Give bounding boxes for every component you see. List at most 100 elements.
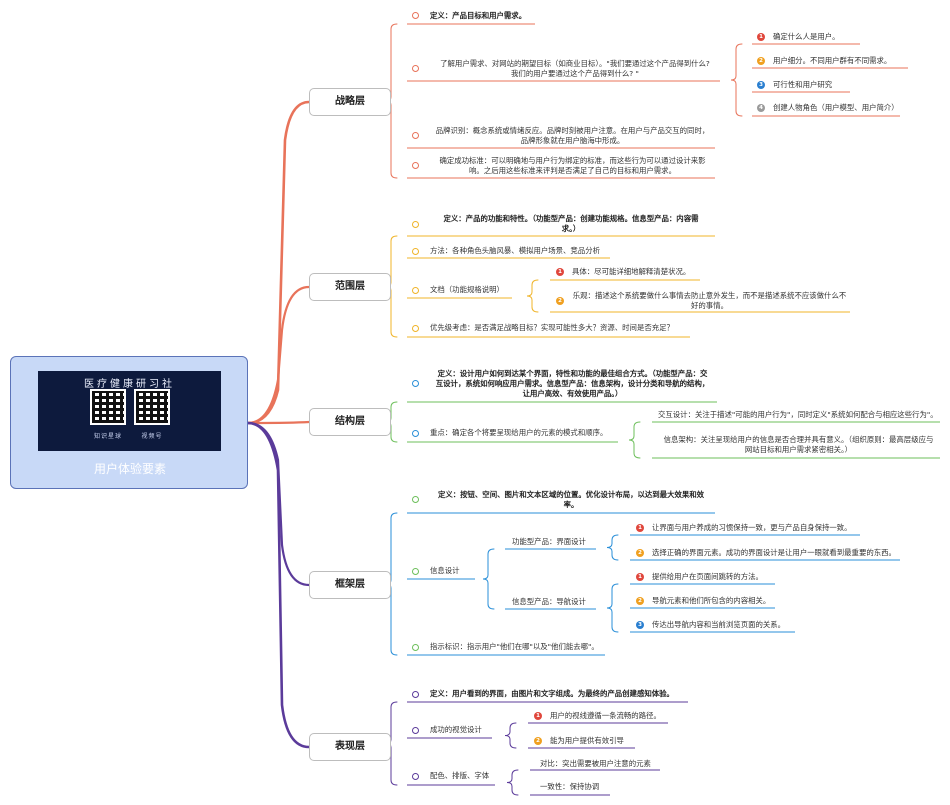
structure-ia-line2: 网站目标和用户需求紧密相关。） <box>744 445 853 454</box>
strategy-sub-brace <box>730 43 743 117</box>
node-structure[interactable]: 结构层 <box>309 408 391 436</box>
skeleton-definition-line2: 率。 <box>563 500 579 509</box>
strategy-metrics-line1: 确定成功标准：可以明确地与用户行为绑定的标准，而这些行为可以通过设计来影 <box>439 156 706 165</box>
skeleton-functional-item[interactable]: 选择正确的界面元素。成功的界面设计是让用户一眼就看到最重要的东西。 <box>652 548 896 557</box>
skeleton-info-design[interactable]: 信息设计 <box>430 566 460 575</box>
skeleton-definition[interactable]: 定义：按钮、空间、图片和文本区域的位置。优化设计布局，以达到最大效果和效 率。 <box>430 490 712 510</box>
badge-4-icon: 4 <box>757 104 765 112</box>
strategy-bullet-icon <box>412 12 419 19</box>
scope-bullet-icon <box>412 221 419 228</box>
qr-code-left <box>90 389 126 425</box>
skeleton-info-brace <box>482 548 495 610</box>
scope-bullet-icon <box>412 248 419 255</box>
skeleton-informational-product[interactable]: 信息型产品：导航设计 <box>512 597 586 606</box>
badge-3-icon: 3 <box>636 621 644 629</box>
root-to-scope-connector <box>246 285 311 425</box>
badge-2-icon: 2 <box>636 597 644 605</box>
scope-document[interactable]: 文档（功能规格说明） <box>430 285 504 294</box>
badge-1-icon: 1 <box>636 573 644 581</box>
scope-doc-positive-line1: 乐观：描述这个系统要做什么事情去防止意外发生，而不是描述系统不应该做什么不 <box>572 291 847 300</box>
strategy-sub-item[interactable]: 可行性和用户研究 <box>773 80 833 89</box>
node-skeleton[interactable]: 框架层 <box>309 571 391 599</box>
strategy-sub-item[interactable]: 用户细分。不同用户群有不同需求。 <box>773 56 892 65</box>
skeleton-indicator[interactable]: 指示标识：指示用户"他们在哪"以及"他们能去哪"。 <box>430 642 599 651</box>
surface-color-item[interactable]: 对比：突出需要被用户注意的元素 <box>540 759 651 768</box>
strategy-bullet-icon <box>412 65 419 72</box>
strategy-metrics[interactable]: 确定成功标准：可以明确地与用户行为绑定的标准，而这些行为可以通过设计来影 响。之… <box>430 156 715 176</box>
scope-definition-line1: 定义：产品的功能和特性。（功能型产品：创建功能规格。信息型产品：内容需 <box>443 214 699 223</box>
skeleton-bullet-icon <box>412 644 419 651</box>
scope-doc-specific[interactable]: 具体：尽可能详细地解释清楚状况。 <box>572 267 691 276</box>
surface-bullet-icon <box>412 727 419 734</box>
node-strategy[interactable]: 战略层 <box>309 88 391 116</box>
scope-bullet-icon <box>412 287 419 294</box>
strategy-sub-item[interactable]: 确定什么人是用户。 <box>773 32 840 41</box>
scope-doc-positive[interactable]: 乐观：描述这个系统要做什么事情去防止意外发生，而不是描述系统不应该做什么不 好的… <box>572 291 847 311</box>
qr-right-caption: 视频号 <box>141 433 163 440</box>
surface-visual-item[interactable]: 能为用户提供有效引导 <box>550 736 624 745</box>
scope-method[interactable]: 方法：各种角色头脑风暴、模拟用户场景、竞品分析 <box>430 246 600 255</box>
scope-doc-positive-line2: 好的事情。 <box>691 301 728 310</box>
structure-bullet-icon <box>412 430 419 437</box>
structure-sub-brace <box>628 421 641 459</box>
surface-visual-item[interactable]: 用户的视线遵循一条流畅的路径。 <box>550 711 661 720</box>
structure-definition-line3: 让用户高效、有效使用产品。） <box>522 389 623 398</box>
skeleton-functional-brace <box>606 534 619 561</box>
qr-left-caption: 知识星球 <box>93 433 122 440</box>
surface-definition[interactable]: 定义：用户看到的界面，由图片和文字组成。为最终的产品创建感知体验。 <box>430 689 674 698</box>
badge-2-icon: 2 <box>534 737 542 745</box>
strategy-bullet-icon <box>412 162 419 169</box>
badge-3-icon: 3 <box>757 81 765 89</box>
strategy-goals-line1: 了解用户需求、对网站的期望目标（如商业目标）。"我们要通过这个产品得到什么? <box>440 59 710 68</box>
structure-interaction-design[interactable]: 交互设计：关注于描述"可能的用户行为"，同时定义"系统如何配合与相应这些行为"。 <box>658 410 938 419</box>
badge-2-icon: 2 <box>757 57 765 65</box>
surface-bullet-icon <box>412 691 419 698</box>
structure-definition-line1: 定义：设计用户如何到达某个界面，特性和功能的最佳组合方式。（功能型产品：交 <box>437 369 708 378</box>
root-title: 用户体验要素 <box>93 462 166 476</box>
structure-bullet-icon <box>412 380 419 387</box>
node-scope[interactable]: 范围层 <box>309 273 391 301</box>
skeleton-informational-item[interactable]: 传达出导航内容和当前浏览页面的关系。 <box>652 620 786 629</box>
structure-ia-line1: 信息架构：关注呈现给用户的信息是否合理并具有意义。（组织原则：最高层级应与 <box>663 435 934 444</box>
strategy-brand[interactable]: 品牌识别：概念系统或情绪反应。品牌时刻被用户注意。在用户与产品交互的同时， 品牌… <box>430 126 715 146</box>
structure-definition-line2: 互设计，系统如何响应用户需求。信息型产品：信息架构，设计分类和导航的结构， <box>435 379 710 388</box>
structure-definition[interactable]: 定义：设计用户如何到达某个界面，特性和功能的最佳组合方式。（功能型产品：交 互设… <box>430 369 715 399</box>
strategy-bullet-icon <box>412 132 419 139</box>
strategy-brand-line1: 品牌识别：概念系统或情绪反应。品牌时刻被用户注意。在用户与产品交互的同时， <box>435 126 710 135</box>
qr-banner: 医疗健康研习社 知识星球 视频号 <box>38 371 221 451</box>
skeleton-functional-item[interactable]: 让界面与用户养成的习惯保持一致，更与产品自身保持一致。 <box>652 523 852 532</box>
strategy-metrics-line2: 响。之后用这些标准来评判是否满足了自己的目标和用户需求。 <box>469 166 676 175</box>
skeleton-informational-item[interactable]: 导航元素和他们所包含的内容相关。 <box>652 596 771 605</box>
structure-focus[interactable]: 重点：确定各个将要呈现给用户的元素的模式和顺序。 <box>430 428 608 437</box>
qr-code-right <box>134 389 170 425</box>
scope-bullet-icon <box>412 325 419 332</box>
scope-definition-line2: 求。） <box>561 224 581 233</box>
strategy-sub-item[interactable]: 创建人物角色（用户模型、用户简介） <box>773 103 899 112</box>
badge-2-icon: 2 <box>636 549 644 557</box>
skeleton-bullet-icon <box>412 568 419 575</box>
surface-visual-brace <box>504 722 517 749</box>
skeleton-informational-item[interactable]: 提供给用户在页面间跳转的方法。 <box>652 572 763 581</box>
scope-definition[interactable]: 定义：产品的功能和特性。（功能型产品：创建功能规格。信息型产品：内容需 求。） <box>430 214 712 234</box>
root-node[interactable]: 医疗健康研习社 知识星球 视频号 用户体验要素 <box>10 356 248 489</box>
skeleton-functional-product[interactable]: 功能型产品：界面设计 <box>512 537 586 546</box>
structure-information-architecture[interactable]: 信息架构：关注呈现给用户的信息是否合理并具有意义。（组织原则：最高层级应与 网站… <box>656 435 941 455</box>
qr-banner-title: 医疗健康研习社 <box>84 379 175 390</box>
scope-priority[interactable]: 优先级考虑：是否满足战略目标？实现可能性多大？资源、时间是否充足？ <box>430 323 674 332</box>
node-surface[interactable]: 表现层 <box>309 733 391 761</box>
surface-color-item[interactable]: 一致性：保持协调 <box>540 782 600 791</box>
badge-1-icon: 1 <box>534 712 542 720</box>
surface-color-brace <box>506 769 519 796</box>
badge-2-icon: 2 <box>556 297 564 305</box>
strategy-goals[interactable]: 了解用户需求、对网站的期望目标（如商业目标）。"我们要通过这个产品得到什么? 我… <box>430 59 720 79</box>
root-to-surface-connector <box>246 421 311 749</box>
surface-visual-design[interactable]: 成功的视觉设计 <box>430 725 482 734</box>
badge-1-icon: 1 <box>757 33 765 41</box>
surface-color-typography[interactable]: 配色、排版、字体 <box>430 771 490 780</box>
skeleton-bullet-icon <box>412 496 419 503</box>
strategy-definition[interactable]: 定义：产品目标和用户需求。 <box>430 11 527 20</box>
surface-bullet-icon <box>412 773 419 780</box>
skeleton-informational-brace <box>606 583 619 633</box>
